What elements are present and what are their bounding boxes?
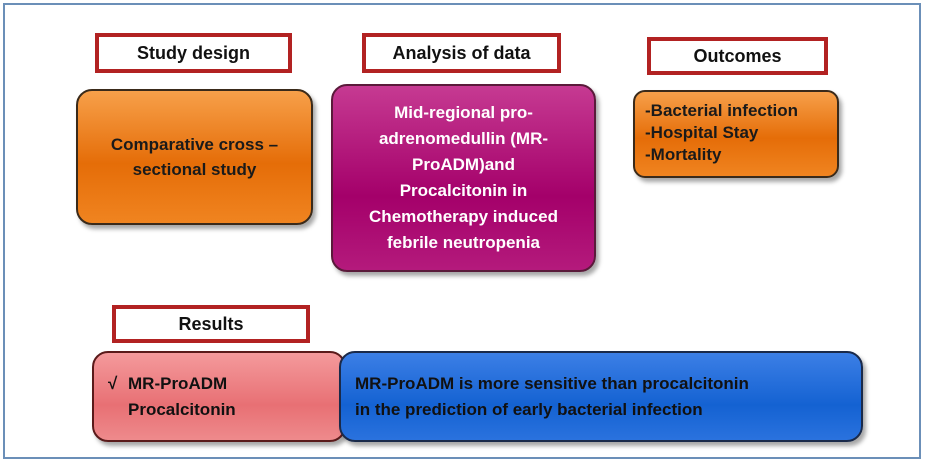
conclusion-line: in the prediction of early bacterial inf… (355, 399, 703, 419)
study-design-box: Comparative cross – sectional study (76, 89, 313, 225)
outcome-item: -Hospital Stay (645, 123, 759, 142)
outcomes-header: Outcomes (647, 37, 828, 75)
conclusion-box: MR-ProADM is more sensitive than procalc… (339, 351, 863, 442)
results-item: MR-ProADM (128, 373, 228, 393)
analysis-header: Analysis of data (362, 33, 561, 73)
analysis-line: Chemotherapy induced (369, 207, 558, 226)
analysis-line: Mid-regional pro- (394, 103, 533, 122)
results-header: Results (112, 305, 310, 343)
study-design-line: sectional study (132, 160, 257, 179)
results-box: √ MR-ProADM Procalcitonin (92, 351, 346, 442)
analysis-line: Procalcitonin in (399, 181, 528, 200)
check-mark-icon: √ (108, 373, 118, 393)
analysis-box: Mid-regional pro- adrenomedullin (MR- Pr… (331, 84, 596, 272)
analysis-line: febrile neutropenia (386, 233, 540, 252)
conclusion-line: MR-ProADM is more sensitive than procalc… (355, 373, 749, 393)
analysis-line: adrenomedullin (MR- (378, 129, 549, 148)
outcomes-box: -Bacterial infection -Hospital Stay -Mor… (633, 90, 839, 178)
outcome-item: -Bacterial infection (645, 101, 799, 120)
study-design-header: Study design (95, 33, 292, 73)
results-line: √ MR-ProADM (108, 371, 236, 397)
outcome-item: -Mortality (645, 145, 722, 164)
study-design-line: Comparative cross – (110, 135, 279, 154)
results-item: Procalcitonin (128, 399, 236, 419)
analysis-line: ProADM)and (412, 155, 515, 174)
